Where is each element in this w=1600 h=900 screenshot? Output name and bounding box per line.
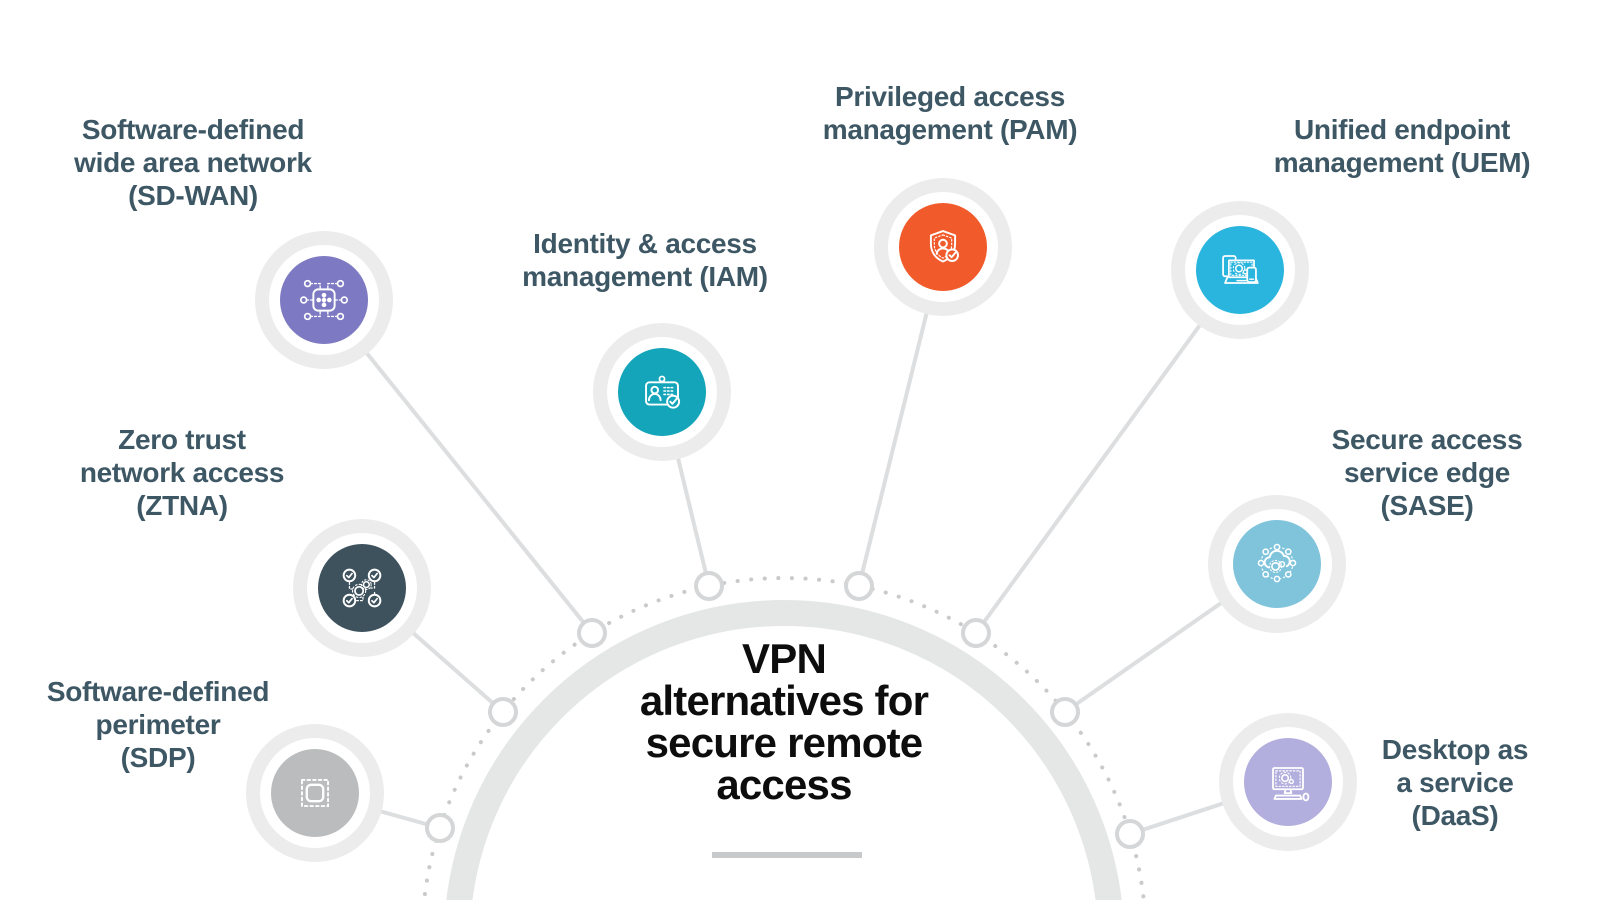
sdwan-label-line2: wide area network <box>74 147 312 178</box>
connector-line-uem <box>974 268 1242 635</box>
page-title-line1: VPN <box>742 635 827 682</box>
sdp-label-line1: Software-defined <box>46 676 270 707</box>
sase-label-line3: (SASE) <box>1380 490 1474 521</box>
connector-line-sdwan <box>322 298 594 635</box>
page-title: VPN alternatives for secure remote acces… <box>584 638 984 806</box>
ztna-badge <box>293 519 431 657</box>
network-nodes-icon <box>299 279 349 321</box>
pam-badge-ring <box>888 192 998 302</box>
uem-label-line2: management (UEM) <box>1273 147 1531 178</box>
connector-lines <box>314 246 1289 836</box>
uem-badge <box>1171 201 1309 339</box>
perimeter-square-icon <box>300 778 330 808</box>
uem-badge-ring <box>1185 215 1295 325</box>
daas-badge <box>1219 713 1357 851</box>
title-underline <box>712 852 862 858</box>
sdwan-badge <box>255 231 393 369</box>
multi-device-icon <box>1222 255 1259 284</box>
sdp-badge <box>246 724 384 862</box>
sase-label-line1: Secure access <box>1331 424 1523 455</box>
connector-node-pam <box>844 571 874 601</box>
daas-badge-ring <box>1233 727 1343 837</box>
connector-node-sdp <box>425 813 455 843</box>
connector-node-ztna <box>488 697 518 727</box>
page-title-line3: secure remote <box>645 719 924 766</box>
sdwan-badge-circle <box>280 256 368 344</box>
ztna-label: Zero trust network access (ZTNA) <box>32 423 332 522</box>
connector-node-daas <box>1115 819 1145 849</box>
cloud-network-icon <box>1257 543 1297 583</box>
pam-label: Privileged access management (PAM) <box>770 80 1130 146</box>
sdp-label-line3: (SDP) <box>120 742 196 773</box>
sdwan-label-line3: (SD-WAN) <box>128 180 258 211</box>
ztna-label-line3: (ZTNA) <box>136 490 228 521</box>
sase-badge-ring <box>1222 509 1332 619</box>
ztna-label-line1: Zero trust <box>118 424 246 455</box>
center-ring <box>446 600 1122 900</box>
iam-badge <box>593 323 731 461</box>
desktop-gear-icon <box>1272 767 1310 802</box>
id-badge-check-icon <box>645 375 681 409</box>
sdwan-label: Software-defined wide area network (SD-W… <box>33 113 353 212</box>
page-title-line2: alternatives for <box>639 677 929 724</box>
daas-badge-circle <box>1244 738 1332 826</box>
page-title-line4: access <box>716 761 852 808</box>
uem-label: Unified endpoint management (UEM) <box>1222 113 1582 179</box>
connector-node-sdwan <box>577 618 607 648</box>
sase-label: Secure access service edge (SASE) <box>1277 423 1577 522</box>
pam-label-line2: management (PAM) <box>822 114 1078 145</box>
sase-badge <box>1208 495 1346 633</box>
sdp-badge-circle <box>271 749 359 837</box>
daas-label-line2: a service <box>1396 767 1514 798</box>
iam-badge-ring <box>607 337 717 447</box>
pam-badge-circle <box>899 203 987 291</box>
pam-label-line1: Privileged access <box>835 81 1065 112</box>
connector-node-sase <box>1050 697 1080 727</box>
connector-nodes <box>425 571 1145 849</box>
uem-badge-circle <box>1196 226 1284 314</box>
iam-badge-circle <box>618 348 706 436</box>
sdp-label-line2: perimeter <box>95 709 221 740</box>
sase-badge-circle <box>1233 520 1321 608</box>
iam-label: Identity & access management (IAM) <box>475 227 815 293</box>
sase-label-line2: service edge <box>1343 457 1511 488</box>
daas-label: Desktop as a service (DaaS) <box>1325 733 1585 832</box>
verified-network-icon <box>342 568 382 608</box>
pam-badge <box>874 178 1012 316</box>
sdp-label: Software-defined perimeter (SDP) <box>8 675 308 774</box>
ztna-badge-circle <box>318 544 406 632</box>
uem-label-line1: Unified endpoint <box>1293 114 1511 145</box>
iam-label-line2: management (IAM) <box>522 261 768 292</box>
iam-label-line1: Identity & access <box>533 228 757 259</box>
ztna-badge-ring <box>307 533 417 643</box>
daas-label-line3: (DaaS) <box>1411 800 1499 831</box>
connector-node-iam <box>694 571 724 601</box>
connector-node-uem <box>961 618 991 648</box>
sdp-badge-ring <box>260 738 370 848</box>
daas-label-line1: Desktop as <box>1381 734 1529 765</box>
ztna-label-line2: network access <box>79 457 285 488</box>
sdwan-label-line1: Software-defined <box>81 114 305 145</box>
sdwan-badge-ring <box>269 245 379 355</box>
shield-user-check-icon <box>929 230 959 263</box>
